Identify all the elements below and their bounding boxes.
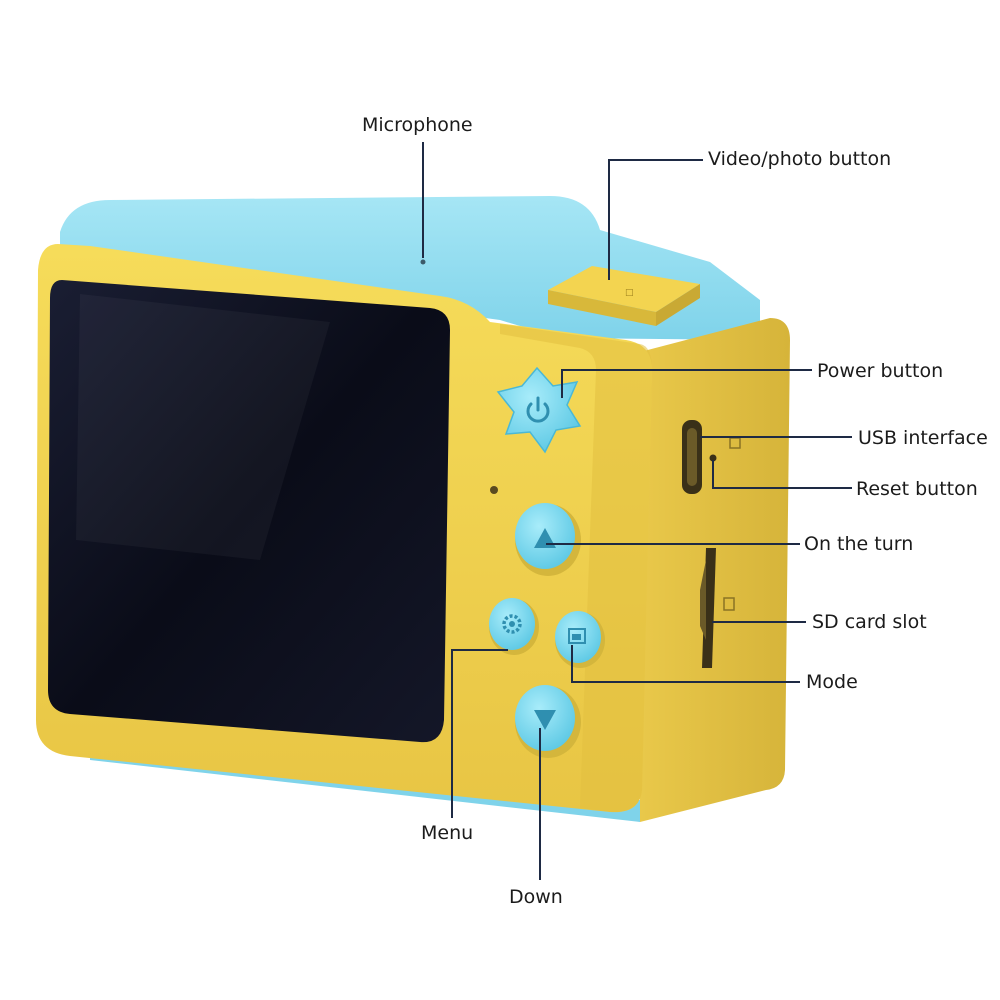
down-button[interactable] xyxy=(515,685,581,758)
mode-button[interactable] xyxy=(555,611,605,668)
label-sd-card-slot: SD card slot xyxy=(812,611,927,633)
sd-card-slot xyxy=(700,548,716,668)
leader-video-photo xyxy=(608,159,703,280)
leader-menu xyxy=(451,649,508,818)
svg-text:□: □ xyxy=(625,288,634,298)
menu-button[interactable] xyxy=(489,598,539,655)
label-on-the-turn: On the turn xyxy=(804,533,914,555)
label-power-button: Power button xyxy=(817,360,944,382)
reset-hole xyxy=(709,454,717,462)
leader-reset xyxy=(712,460,852,489)
power-icon xyxy=(526,396,550,423)
label-microphone: Microphone xyxy=(362,114,473,136)
label-video-photo-button: Video/photo button xyxy=(708,148,892,170)
leader-mode xyxy=(571,645,800,683)
usb-port xyxy=(682,420,702,494)
label-reset-button: Reset button xyxy=(856,478,978,500)
leader-lines xyxy=(422,142,852,880)
down-arrow-icon xyxy=(534,710,556,730)
leader-power xyxy=(561,369,812,398)
grip-ridge xyxy=(500,324,652,812)
microphone-hole xyxy=(420,259,426,265)
gear-icon xyxy=(502,614,522,634)
label-menu: Menu xyxy=(421,822,474,844)
video-photo-button[interactable]: □ xyxy=(548,266,700,326)
sd-symbol xyxy=(723,597,735,611)
indicator-hole xyxy=(490,486,498,494)
up-button[interactable] xyxy=(515,503,581,576)
power-button[interactable] xyxy=(496,366,582,454)
mode-icon xyxy=(568,628,586,644)
label-mode: Mode xyxy=(806,671,858,693)
label-down: Down xyxy=(509,886,563,908)
lcd-screen xyxy=(48,280,450,743)
label-usb-interface: USB interface xyxy=(858,427,988,449)
